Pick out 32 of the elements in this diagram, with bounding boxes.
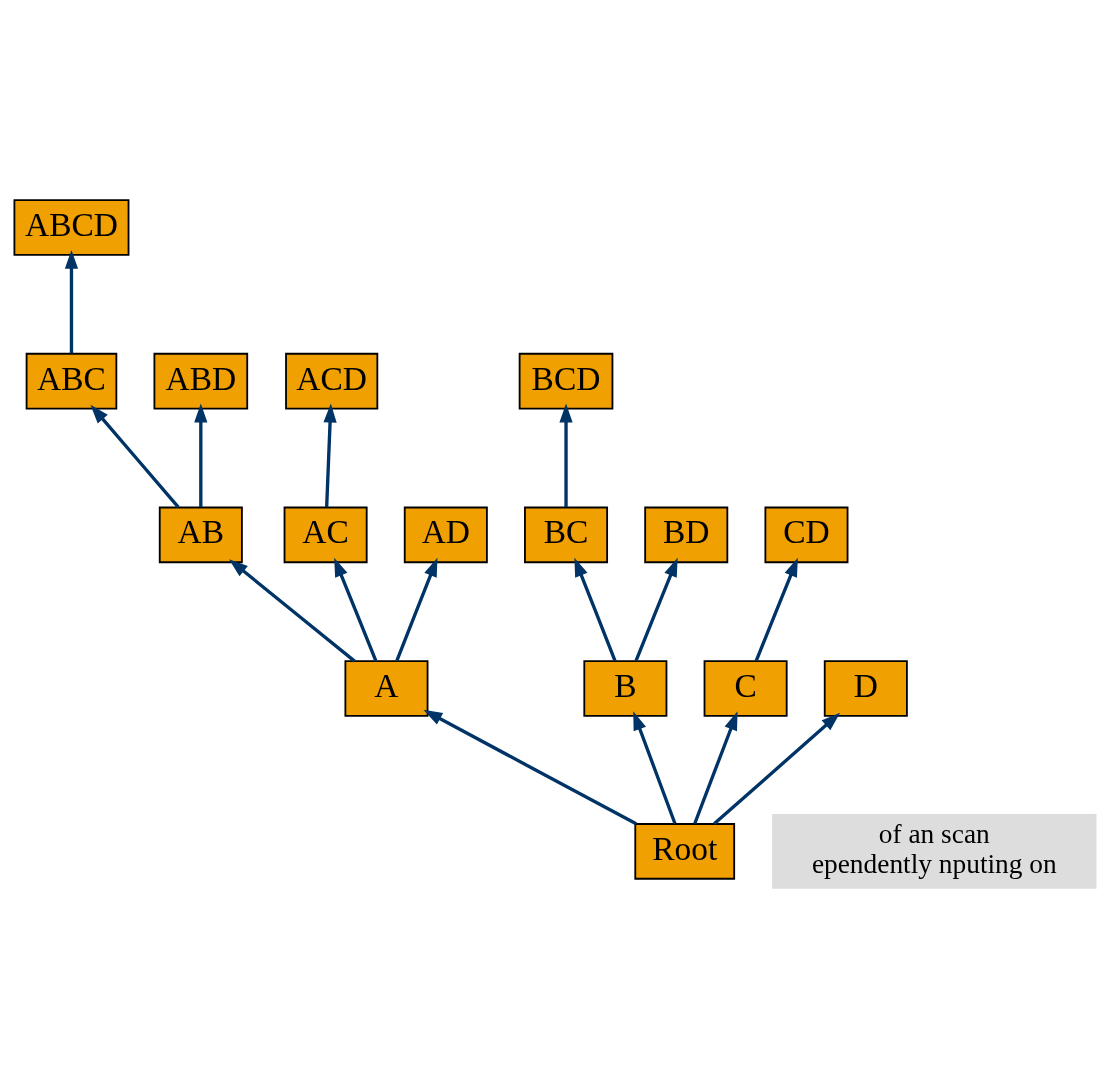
node-box: A xyxy=(344,660,429,717)
arrow xyxy=(334,557,378,662)
node-box: Root xyxy=(634,823,736,880)
node-box: B xyxy=(583,660,668,717)
arrow xyxy=(229,559,356,663)
node-box: D xyxy=(823,660,908,717)
node-box: AB xyxy=(158,506,243,564)
node-box: ABC xyxy=(25,352,118,410)
arrow xyxy=(754,557,798,662)
arrow xyxy=(559,403,573,508)
arrow xyxy=(693,711,738,825)
node-box: BCD xyxy=(518,352,614,410)
arrow xyxy=(90,404,180,509)
arrow xyxy=(634,557,678,662)
node-box: AC xyxy=(283,506,368,564)
arrow xyxy=(64,249,79,354)
arrow xyxy=(574,557,617,662)
arrow xyxy=(713,712,841,826)
node-box: ABCD xyxy=(13,199,130,256)
node-box: BC xyxy=(524,506,609,564)
node-box: AD xyxy=(403,506,488,564)
node-box: CD xyxy=(764,506,849,564)
node-box: ABD xyxy=(153,352,249,410)
node-box: ACD xyxy=(285,352,379,410)
arrow xyxy=(423,709,637,826)
node-box: BD xyxy=(644,506,729,564)
node-box: C xyxy=(703,660,788,717)
arrow xyxy=(323,403,337,508)
arrow xyxy=(395,557,438,662)
node-box: of an scan ependently nputing on xyxy=(772,813,1097,889)
arrow xyxy=(633,711,677,825)
arrow xyxy=(194,403,208,508)
